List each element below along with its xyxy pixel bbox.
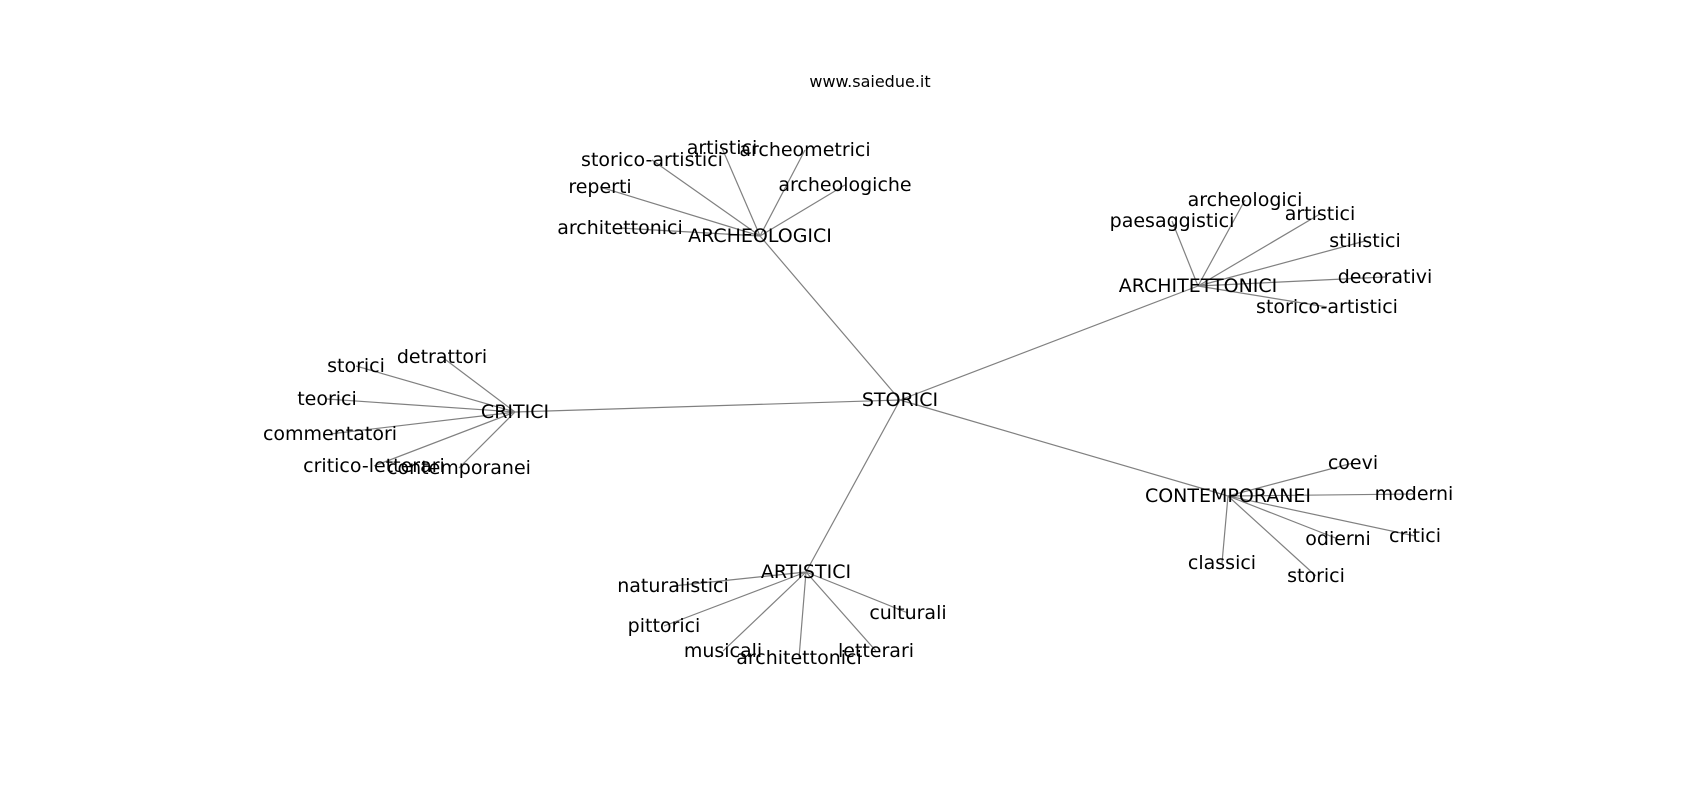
node-leaf-contemporanei-coevi: coevi	[1328, 452, 1378, 474]
node-leaf-architettonici-paesaggistici: paesaggistici	[1110, 210, 1235, 232]
edge-contemporanei-coevi	[1227, 462, 1354, 497]
edge-root-artistici	[805, 399, 901, 573]
edge-contemporanei-classici	[1221, 495, 1229, 564]
edge-artistici-musicali	[722, 571, 807, 652]
node-leaf-artistici-letterari: letterari	[838, 640, 914, 662]
edge-root-archeologici	[759, 235, 901, 401]
edge-layer	[326, 147, 1416, 659]
edge-architettonici-stilistici	[1197, 240, 1366, 287]
node-leaf-architettonici-archeologici: archeologici	[1188, 189, 1303, 211]
edge-archeologici-storico-artistici	[651, 159, 761, 237]
edge-critici-storici	[355, 365, 516, 413]
node-leaf-critici-storici: storici	[327, 355, 385, 377]
edge-architettonici-paesaggistici	[1171, 220, 1199, 287]
node-leaf-archeologici-artistici: artistici	[687, 137, 758, 159]
node-leaf-artistici-pittorici: pittorici	[628, 615, 701, 637]
site-title: www.saiedue.it	[809, 72, 931, 91]
node-leaf-contemporanei-storici: storici	[1287, 565, 1345, 587]
node-leaf-critici-teorici: teorici	[297, 388, 357, 410]
edge-critici-critico-letterari	[373, 411, 516, 467]
node-hub-architettonici: ARCHITETTONICI	[1119, 275, 1278, 297]
node-leaf-architettonici-decorativi: decorativi	[1338, 266, 1433, 288]
edge-architettonici-decorativi	[1197, 276, 1386, 287]
edge-contemporanei-critici	[1227, 495, 1416, 537]
node-leaf-archeologici-storico-artistici: storico-artistici	[581, 149, 723, 171]
edge-architettonici-storico-artistici	[1197, 285, 1328, 308]
node-leaf-artistici-naturalistici: naturalistici	[617, 575, 729, 597]
node-leaf-critici-commentatori: commentatori	[263, 423, 397, 445]
edge-critici-teorici	[326, 398, 516, 413]
node-hub-critici: CRITICI	[481, 401, 549, 423]
edge-contemporanei-odierni	[1227, 495, 1339, 540]
node-leaf-archeologici-architettonici: architettonici	[557, 217, 683, 239]
node-leaf-architettonici-stilistici: stilistici	[1329, 230, 1401, 252]
node-hub-archeologici: ARCHEOLOGICI	[688, 225, 832, 247]
node-leaf-contemporanei-critici: critici	[1389, 525, 1441, 547]
edge-artistici-architettonici	[798, 571, 807, 659]
node-leaf-artistici-culturali: culturali	[869, 602, 946, 624]
edge-artistici-pittorici	[663, 571, 807, 627]
edge-artistici-letterari	[805, 571, 877, 652]
edge-critici-contemporanei	[458, 411, 516, 469]
edge-archeologici-archeometrici	[759, 149, 806, 237]
node-leaf-critici-critico-letterari: critico-letterari	[303, 455, 445, 477]
node-leaf-artistici-architettonici: architettonici	[736, 647, 862, 669]
node-leaf-architettonici-storico-artistici: storico-artistici	[1256, 296, 1398, 318]
edge-root-critici	[514, 399, 901, 413]
node-leaf-critici-detrattori: detrattori	[397, 346, 487, 368]
edge-archeologici-artistici	[721, 147, 761, 237]
edge-root-architettonici	[899, 285, 1199, 401]
node-leaf-architettonici-artistici: artistici	[1285, 203, 1356, 225]
label-layer: STORICIARCHEOLOGICIartisticiarcheometric…	[263, 137, 1453, 669]
edge-critici-detrattori	[441, 356, 516, 413]
edge-architettonici-archeologici	[1197, 199, 1246, 287]
node-hub-artistici: ARTISTICI	[761, 561, 851, 583]
edge-artistici-culturali	[805, 571, 909, 614]
node-leaf-contemporanei-moderni: moderni	[1375, 483, 1454, 505]
edge-artistici-naturalistici	[672, 571, 807, 587]
edge-contemporanei-moderni	[1227, 493, 1415, 497]
node-leaf-contemporanei-odierni: odierni	[1305, 528, 1370, 550]
node-leaf-critici-contemporanei: contemporanei	[387, 457, 531, 479]
edge-architettonici-artistici	[1197, 213, 1321, 287]
node-leaf-archeologici-archeometrici: archeometrici	[739, 139, 870, 161]
node-leaf-archeologici-archeologiche: archeologiche	[778, 174, 911, 196]
node-leaf-artistici-musicali: musicali	[684, 640, 762, 662]
node-leaf-archeologici-reperti: reperti	[568, 176, 631, 198]
edge-archeologici-reperti	[599, 186, 761, 237]
node-hub-contemporanei: CONTEMPORANEI	[1145, 485, 1311, 507]
edge-contemporanei-storici	[1227, 495, 1317, 577]
edge-archeologici-architettonici	[619, 227, 761, 237]
edge-archeologici-archeologiche	[759, 184, 846, 237]
edge-critici-commentatori	[329, 411, 516, 435]
edge-root-contemporanei	[899, 399, 1229, 497]
node-leaf-contemporanei-classici: classici	[1188, 552, 1256, 574]
node-root-storici: STORICI	[862, 389, 938, 411]
